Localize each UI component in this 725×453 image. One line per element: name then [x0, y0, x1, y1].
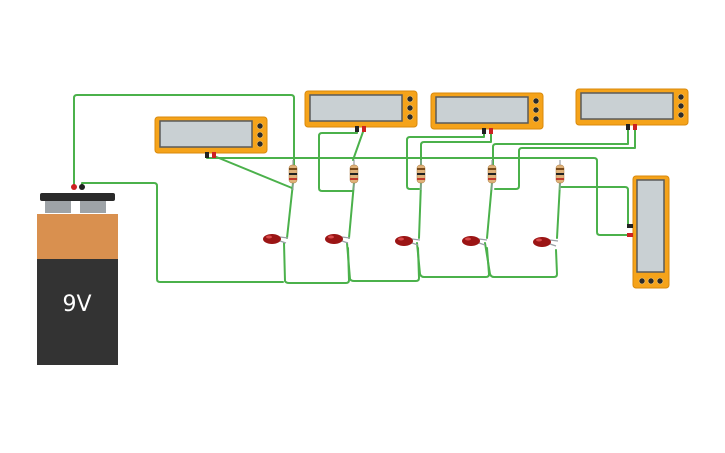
- wire-battery-top-loop[interactable]: [73, 94, 295, 189]
- wire-resistor1-to-led1[interactable]: [286, 182, 294, 239]
- multimeter-5-probe[interactable]: [627, 233, 633, 237]
- battery-9v[interactable]: 9V: [37, 184, 118, 365]
- multimeter-1-probe[interactable]: [212, 152, 216, 158]
- wire-resistor5-to-led5[interactable]: [556, 182, 561, 239]
- led-3[interactable]: [395, 236, 421, 246]
- wire-meter2-red[interactable]: [352, 128, 365, 161]
- wire-meter1-to-right-meter[interactable]: [206, 155, 632, 236]
- battery-top-band: [37, 214, 118, 260]
- wire-meter3-red[interactable]: [420, 130, 492, 166]
- wire-resistor2-to-led2[interactable]: [348, 182, 355, 239]
- multimeter-2-com-probe[interactable]: [355, 126, 359, 132]
- multimeter-4-screen: [580, 92, 674, 120]
- wire-resistor3-to-led3[interactable]: [418, 182, 422, 239]
- resistor-2[interactable]: [349, 160, 359, 190]
- multimeter-2-probe[interactable]: [362, 126, 366, 132]
- battery-terminal-right: [80, 201, 106, 213]
- multimeter-5-com-probe[interactable]: [627, 224, 633, 228]
- resistor-1[interactable]: [288, 160, 298, 190]
- wire-meter4-black[interactable]: [492, 127, 629, 166]
- led-1[interactable]: [263, 234, 289, 244]
- resistor-3[interactable]: [416, 160, 426, 190]
- battery-cap: [40, 193, 115, 201]
- wire-resistor4-to-led4[interactable]: [486, 182, 493, 239]
- led-4[interactable]: [462, 236, 488, 246]
- wire-meter2-black[interactable]: [318, 128, 358, 192]
- wire-battery-bottom-rail[interactable]: [81, 182, 284, 283]
- wires: [73, 94, 636, 284]
- multimeter-4-com-probe[interactable]: [626, 124, 630, 130]
- multimeter-3[interactable]: [430, 92, 544, 134]
- wire-meter1-to-resistor1[interactable]: [213, 155, 293, 189]
- wire-meter3-black[interactable]: [406, 130, 485, 190]
- multimeter-3-screen: [435, 96, 529, 124]
- multimeter-1-screen: [159, 120, 253, 148]
- led-5[interactable]: [533, 237, 559, 247]
- battery-negative-terminal[interactable]: [79, 184, 85, 190]
- multimeter-2[interactable]: [304, 90, 418, 132]
- resistor-5[interactable]: [555, 160, 565, 190]
- multimeter-3-probe[interactable]: [489, 128, 493, 134]
- wire-led1-to-rail[interactable]: [283, 242, 350, 284]
- resistor-4[interactable]: [487, 160, 497, 190]
- battery-label: 9V: [62, 292, 91, 317]
- multimeter-5[interactable]: [627, 175, 670, 289]
- battery-bottom-band: [37, 259, 118, 365]
- multimeter-4-probe[interactable]: [633, 124, 637, 130]
- led-2[interactable]: [325, 234, 351, 244]
- wire-led4-to-rail[interactable]: [484, 242, 558, 278]
- multimeter-1[interactable]: [154, 116, 268, 158]
- battery-positive-terminal[interactable]: [71, 184, 77, 190]
- battery-terminal-left: [45, 201, 71, 213]
- wire-led3-to-rail[interactable]: [416, 242, 490, 278]
- multimeter-5-screen: [636, 179, 665, 273]
- multimeter-4[interactable]: [575, 88, 689, 130]
- wire-meter4-red[interactable]: [494, 127, 636, 190]
- wire-resistor5-to-right-meter[interactable]: [560, 186, 632, 227]
- multimeter-3-com-probe[interactable]: [482, 128, 486, 134]
- multimeter-2-screen: [309, 94, 403, 122]
- wire-led2-to-rail[interactable]: [346, 242, 420, 282]
- multimeter-1-com-probe[interactable]: [205, 152, 209, 158]
